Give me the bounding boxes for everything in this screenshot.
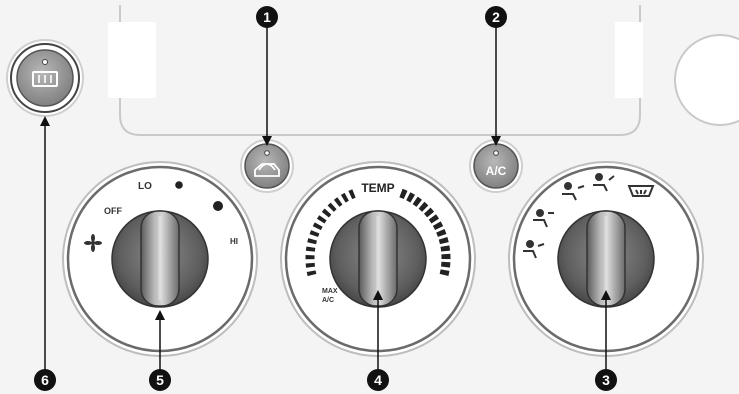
max-ac-label-line1: MAX (322, 288, 338, 295)
recirculation-icon (254, 163, 280, 177)
callout-marker-1: 1 (256, 6, 278, 28)
ac-button-label: A/C (486, 164, 507, 178)
svg-text:4: 4 (374, 372, 382, 388)
indicator-light (264, 150, 270, 156)
svg-text:1: 1 (263, 9, 271, 25)
fan-speed-knob[interactable]: OFF LO HI (62, 161, 258, 357)
leader-arrowheads (40, 116, 611, 320)
callout-marker-6: 6 (34, 369, 56, 391)
callout-marker-5: 5 (149, 369, 171, 391)
fan-icon (84, 234, 102, 252)
ac-button[interactable]: A/C (469, 139, 523, 193)
temp-label: TEMP (361, 181, 394, 195)
rear-defrost-icon (32, 71, 58, 87)
display-window (615, 22, 643, 98)
fan-speed-dot-large (213, 201, 223, 211)
display-window (108, 22, 156, 98)
display-outline (119, 5, 641, 136)
vent-outline (674, 34, 739, 126)
leader-lines (44, 24, 607, 372)
bi-level-icon (562, 182, 585, 201)
max-ac-label-line2: A/C (322, 297, 334, 304)
floor-icon (593, 173, 615, 192)
callout-marker-2: 2 (485, 6, 507, 28)
svg-text:6: 6 (41, 372, 49, 388)
rear-defrost-button[interactable] (6, 39, 84, 117)
face-floor-icon (523, 240, 545, 259)
indicator-light (42, 59, 48, 65)
callout-marker-3: 3 (595, 369, 617, 391)
face-vent-icon (533, 209, 554, 228)
fan-off-label: OFF (104, 206, 122, 216)
temperature-knob[interactable]: TEMP MAX A/C (280, 161, 476, 357)
recirculation-button[interactable] (240, 139, 294, 193)
fan-lo-label: LO (138, 181, 152, 192)
temp-scale-hot (399, 188, 451, 277)
fan-speed-dot-small (175, 181, 183, 189)
svg-text:5: 5 (156, 372, 164, 388)
temp-scale-cold (305, 188, 357, 277)
fan-hi-label: HI (230, 237, 238, 246)
floor-defrost-icon (627, 185, 655, 197)
indicator-light (493, 150, 499, 156)
callout-marker-4: 4 (367, 369, 389, 391)
air-mode-knob[interactable] (508, 161, 704, 357)
svg-text:2: 2 (492, 9, 500, 25)
svg-text:3: 3 (602, 372, 610, 388)
